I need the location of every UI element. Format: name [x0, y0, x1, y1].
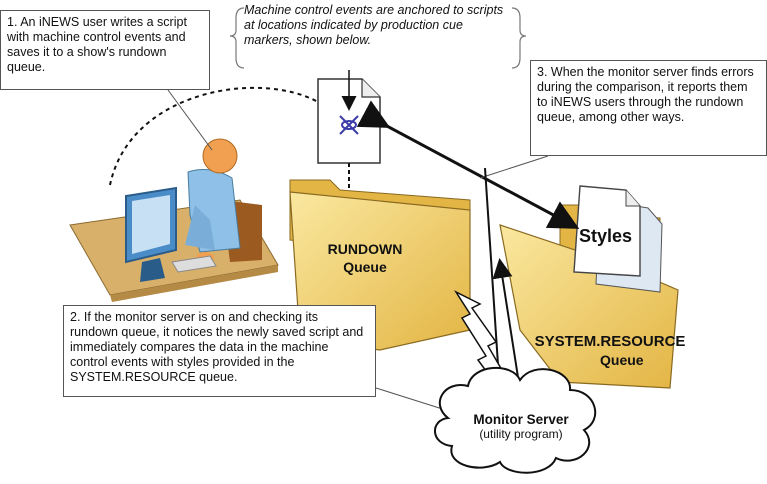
- cloud-to-system-arrow: [492, 258, 521, 391]
- monitor-server-cloud: [434, 367, 597, 474]
- save-path-dashed: [109, 86, 319, 186]
- monitor-server-subtitle: (utility program): [479, 427, 563, 441]
- callout-2-leader: [375, 387, 453, 413]
- callout-step-2: 2. If the monitor server is on and check…: [63, 305, 376, 397]
- monitor-server-label: Monitor Server (utility program): [446, 412, 596, 441]
- rundown-label-line1: RUNDOWN: [327, 241, 403, 257]
- checking-bolt: [453, 290, 512, 391]
- callout-step-1: 1. An iNEWS user writes a script with ma…: [0, 10, 210, 90]
- callout-1-leader: [167, 89, 213, 151]
- rundown-folder-label: RUNDOWN Queue: [310, 240, 420, 276]
- system-resource-folder-label: SYSTEM.RESOURCE Queue: [510, 333, 710, 369]
- cue-marker-note: Machine control events are anchored to s…: [244, 3, 504, 47]
- callout-step-3: 3. When the monitor server finds errors …: [530, 60, 767, 156]
- note-brace: [229, 7, 245, 69]
- user-workstation: [69, 138, 279, 302]
- monitor-server-title: Monitor Server: [473, 412, 569, 427]
- production-cue-marker-icon: [339, 115, 359, 135]
- callout-3-leader: [479, 155, 549, 179]
- styles-document-label: Styles: [579, 226, 633, 246]
- system-label-line2: Queue: [600, 352, 644, 368]
- styles-document: [573, 185, 663, 293]
- cloud-to-report-line: [484, 167, 501, 396]
- report-arrow: [356, 100, 580, 229]
- user-head: [202, 138, 238, 174]
- rundown-label-line2: Queue: [343, 259, 387, 275]
- system-label-line1: SYSTEM.RESOURCE: [534, 333, 686, 350]
